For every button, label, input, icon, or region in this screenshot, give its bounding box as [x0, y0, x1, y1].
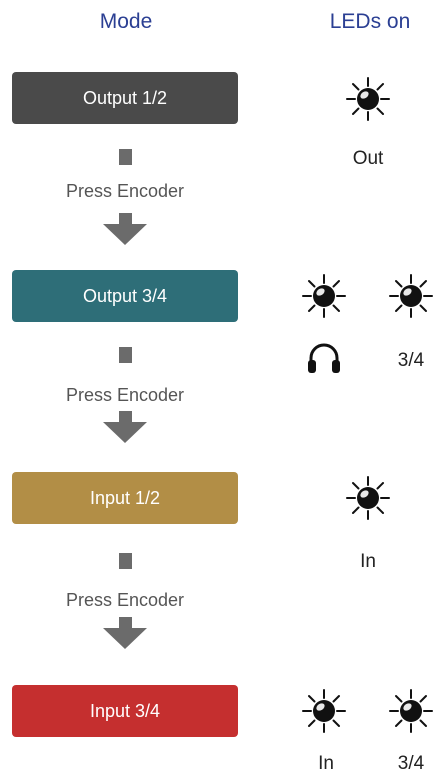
led-label-3-4: 3/4: [397, 350, 425, 371]
led-icon: [302, 689, 346, 733]
led-label-out: Out: [352, 148, 384, 169]
mode-column-header: Mode: [99, 10, 153, 33]
led-label-in: In: [360, 551, 376, 572]
led-icon: [302, 274, 346, 318]
led-icon: [346, 476, 390, 520]
led-icon: [346, 77, 390, 121]
mode-output-3-4: Output 3/4: [12, 270, 238, 322]
mode-input-3-4: Input 3/4: [12, 685, 238, 737]
led-label-in: In: [318, 753, 334, 774]
press-encoder-label: Press Encoder: [65, 181, 185, 201]
headphones-icon: [308, 343, 340, 373]
led-label-3-4: 3/4: [397, 753, 425, 774]
mode-input-1-2: Input 1/2: [12, 472, 238, 524]
led-icon: [389, 274, 433, 318]
press-encoder-label: Press Encoder: [65, 590, 185, 610]
leds-column-header: LEDs on: [329, 10, 411, 33]
led-icon: [389, 689, 433, 733]
press-encoder-label: Press Encoder: [65, 385, 185, 405]
mode-output-1-2: Output 1/2: [12, 72, 238, 124]
